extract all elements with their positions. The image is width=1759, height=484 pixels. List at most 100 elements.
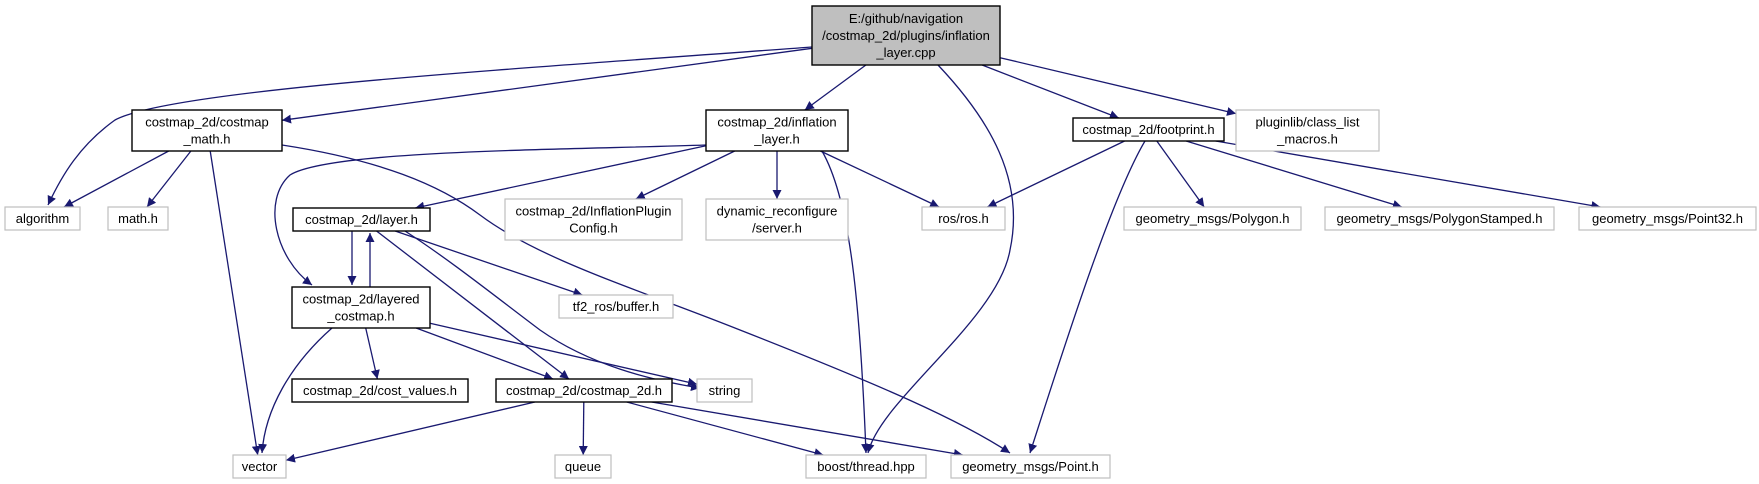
node-label: E:/github/navigation (849, 11, 963, 26)
node-label: geometry_msgs/Polygon.h (1136, 211, 1290, 226)
node-math: math.h (107, 206, 169, 231)
node-ros: ros/ros.h (921, 206, 1006, 231)
node-label: costmap_2d/footprint.h (1082, 122, 1214, 137)
node-label: costmap_2d/InflationPlugin (515, 204, 671, 219)
node-box (811, 5, 1001, 66)
node-queue: queue (554, 454, 612, 479)
edge-root-to-algorithm (47, 46, 813, 206)
node-box (950, 454, 1111, 479)
node-cost_values[interactable]: costmap_2d/cost_values.h (291, 378, 469, 403)
edge-costmap_math-to-vector (209, 150, 261, 456)
node-label: costmap_2d/layered (302, 292, 419, 307)
node-costmap_math[interactable]: costmap_2d/costmap_math.h (131, 109, 283, 152)
node-label: costmap_2d/layer.h (305, 212, 418, 227)
node-box (292, 207, 431, 232)
node-box (554, 454, 612, 479)
node-label: vector (242, 459, 278, 474)
node-label: algorithm (16, 211, 69, 226)
edge-inflation_layer-to-inflation_cfg (635, 150, 735, 200)
node-tf2_buffer: tf2_ros/buffer.h (558, 294, 674, 319)
node-label: geometry_msgs/PolygonStamped.h (1337, 211, 1543, 226)
node-box (1123, 206, 1302, 231)
node-polygon_stamped: geometry_msgs/PolygonStamped.h (1324, 206, 1555, 231)
node-box (805, 454, 927, 479)
node-layer[interactable]: costmap_2d/layer.h (292, 207, 431, 232)
node-class_list: pluginlib/class_list _macros.h (1235, 109, 1380, 152)
edge-costmap_2d-to-point (651, 401, 964, 458)
edge-footprint-to-polygon (1156, 140, 1205, 208)
node-box (1324, 206, 1555, 231)
nodes-layer: E:/github/navigation/costmap_2d/plugins/… (4, 5, 1757, 479)
edge-footprint-to-polygon_stamped (1185, 140, 1403, 209)
node-box (291, 378, 469, 403)
node-dyn_server: dynamic_reconfigure/server.h (705, 198, 849, 241)
node-label: /costmap_2d/plugins/inflation (822, 28, 990, 43)
edge-costmap_2d-to-vector (285, 401, 536, 463)
node-string: string (696, 378, 753, 403)
node-box (291, 286, 431, 329)
node-label: pluginlib/class_list (1255, 115, 1359, 130)
node-box (696, 378, 753, 403)
edge-footprint-to-ros (987, 140, 1125, 208)
node-vector: vector (232, 454, 287, 479)
node-label: string (709, 383, 741, 398)
node-label: costmap_2d/inflation (717, 115, 836, 130)
node-box (4, 206, 81, 231)
node-costmap_2d[interactable]: costmap_2d/costmap_2d.h (495, 378, 673, 403)
edge-layered_costmap-to-costmap_2d (415, 327, 554, 381)
node-box (131, 109, 283, 152)
node-label: geometry_msgs/Point.h (962, 459, 1099, 474)
node-label: dynamic_reconfigure (717, 204, 838, 219)
node-label: _layer.h (753, 132, 800, 147)
node-label: _math.h (183, 132, 231, 147)
node-label: _costmap.h (326, 309, 394, 324)
node-label: tf2_ros/buffer.h (573, 299, 660, 314)
node-box (504, 198, 683, 241)
node-footprint[interactable]: costmap_2d/footprint.h (1072, 117, 1225, 142)
edge-costmap_math-to-math (146, 150, 192, 208)
node-label: costmap_2d/cost_values.h (303, 383, 457, 398)
node-label: queue (565, 459, 601, 474)
node-box (1072, 117, 1225, 142)
edge-footprint-to-point32 (1215, 140, 1601, 210)
node-inflation_layer[interactable]: costmap_2d/inflation _layer.h (705, 109, 849, 152)
edge-layered_costmap-to-string (429, 322, 698, 387)
node-root[interactable]: E:/github/navigation/costmap_2d/plugins/… (811, 5, 1001, 66)
edge-root-to-footprint (981, 64, 1120, 119)
edge-root-to-costmap_math (281, 47, 813, 124)
edge-costmap_math-to-point (281, 144, 1011, 454)
node-algorithm: algorithm (4, 206, 81, 231)
node-box (558, 294, 674, 319)
edge-inflation_layer-to-ros (820, 150, 940, 208)
node-label: Config.h (569, 221, 617, 236)
node-box (705, 109, 849, 152)
node-box (232, 454, 287, 479)
node-point: geometry_msgs/Point.h (950, 454, 1111, 479)
node-polygon: geometry_msgs/Polygon.h (1123, 206, 1302, 231)
edge-costmap_math-to-algorithm (63, 150, 170, 208)
edge-inflation_layer-to-boost_thread (821, 150, 871, 454)
edge-layered_costmap-to-cost_values (365, 327, 380, 380)
node-box (921, 206, 1006, 231)
edge-footprint-to-point (1028, 140, 1146, 454)
node-label: costmap_2d/costmap_2d.h (506, 383, 662, 398)
edge-root-to-boost_thread (865, 64, 1015, 454)
node-label: /server.h (752, 221, 802, 236)
node-label: _macros.h (1276, 132, 1338, 147)
node-layered_costmap[interactable]: costmap_2d/layered _costmap.h (291, 286, 431, 329)
node-label: ros/ros.h (938, 211, 989, 226)
edge-root-to-inflation_layer (804, 64, 867, 111)
node-label: math.h (118, 211, 158, 226)
node-label: _layer.cpp (875, 45, 935, 60)
node-label: boost/thread.hpp (817, 459, 915, 474)
node-box (1235, 109, 1380, 152)
edge-inflation_layer-to-layered_costmap (274, 144, 707, 286)
node-box (107, 206, 169, 231)
node-box (705, 198, 849, 241)
node-boost_thread: boost/thread.hpp (805, 454, 927, 479)
node-box (495, 378, 673, 403)
node-point32: geometry_msgs/Point32.h (1578, 206, 1757, 231)
edge-layer-to-costmap_2d (376, 230, 570, 380)
edges-layer (47, 46, 1601, 463)
